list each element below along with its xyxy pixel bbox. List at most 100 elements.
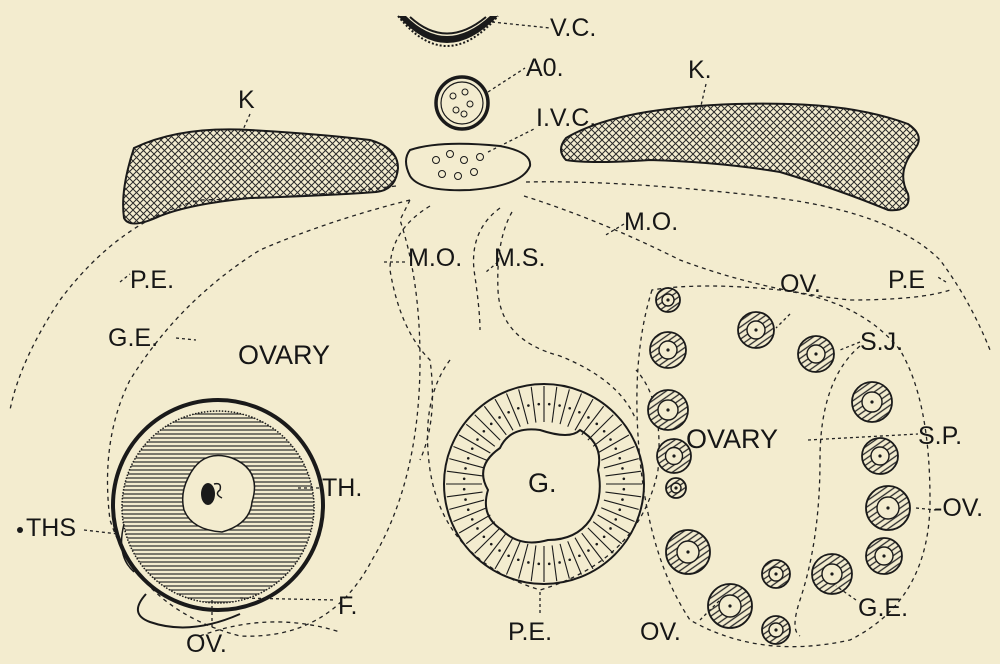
oocyte-nucleolus (882, 554, 885, 557)
gut-cell-nucleus (603, 535, 606, 538)
gut-cell-wall (447, 492, 483, 497)
gut-cell-wall (475, 415, 500, 440)
gut-cell-nucleus (467, 508, 470, 511)
vertebral-column-shape (398, 16, 498, 46)
gut-cell-nucleus (609, 438, 612, 441)
gut-cell-nucleus (595, 423, 598, 426)
gut-cell-nucleus (587, 416, 590, 419)
gut-cell-wall (588, 415, 613, 440)
label-ge-bottom: G.E. (858, 596, 908, 621)
oocyte-nucleolus (674, 486, 677, 489)
label-ov-bottom-left: OV. (186, 632, 227, 657)
label-sj: S.J. (860, 330, 903, 355)
gut-cell-nucleus (609, 527, 612, 530)
gut-cell-wall (604, 500, 639, 509)
gut-cell-nucleus (568, 558, 571, 561)
gut-cell-nucleus (595, 543, 598, 546)
gut-cell-wall (519, 544, 528, 579)
gut-cell-wall (552, 387, 557, 423)
gut-cell-nucleus (603, 430, 606, 433)
gut-cell-nucleus (527, 561, 530, 564)
gut-cell-nucleus (623, 477, 626, 480)
oocyte-nucleolus (878, 454, 881, 457)
oocyte-nucleolus (774, 572, 777, 575)
oocyte-nucleolus (814, 352, 817, 355)
gut-cell-nucleus (614, 447, 617, 450)
label-ivc: I.V.C. (536, 106, 596, 131)
gut-cell-nucleus (537, 403, 540, 406)
gut-cell-nucleus (558, 561, 561, 564)
gut-cell-nucleus (623, 488, 626, 491)
gut-cell-wall (449, 500, 484, 509)
label-sp: S.P. (918, 424, 962, 449)
gut-cell-wall (604, 459, 639, 468)
label-mo-center: M.O. (408, 246, 462, 271)
label-ov-top: OV. (780, 272, 821, 297)
gut-cell-wall (531, 387, 536, 423)
gut-cell-nucleus (618, 457, 621, 460)
label-ov-bottom-center: OV. (640, 620, 681, 645)
label-pe-bottom: P.E. (508, 620, 552, 645)
gut-cell-nucleus (476, 438, 479, 441)
gut-cell-nucleus (537, 563, 540, 566)
gut-cell-nucleus (568, 407, 571, 410)
gut-cell-wall (560, 389, 569, 424)
gut-cell-nucleus (507, 411, 510, 414)
gut-cell-wall (475, 528, 500, 553)
gut-cell-nucleus (527, 404, 530, 407)
gut-cell-wall (466, 424, 495, 446)
gut-cell-nucleus (578, 411, 581, 414)
label-ths: THS (26, 516, 76, 541)
gut-cell-nucleus (621, 498, 624, 501)
gut-cell-nucleus (587, 549, 590, 552)
gut-cell-wall (605, 492, 641, 497)
gut-cell-nucleus (483, 535, 486, 538)
gut-cell-nucleus (621, 467, 624, 470)
aorta-shape (436, 77, 488, 129)
gut-cell-nucleus (498, 549, 501, 552)
label-ovary-left: OVARY (238, 342, 330, 369)
oocyte-nucleolus (830, 572, 833, 575)
label-ms: M.S. (494, 246, 545, 271)
gut-cell-wall (582, 533, 604, 562)
oocyte-nucleolus (666, 298, 669, 301)
gut-cell-nucleus (464, 498, 467, 501)
gut-cell-nucleus (467, 457, 470, 460)
oocyte-nucleolus (672, 454, 675, 457)
gut-cell-wall (484, 533, 506, 562)
follicle-left-shape (113, 400, 323, 627)
ths-leader (84, 530, 118, 534)
vc-leader (492, 22, 550, 28)
gut-cell-nucleus (618, 508, 621, 511)
f-leader (240, 598, 336, 600)
gut-cell-wall (484, 406, 506, 435)
ths-dot (17, 527, 23, 533)
gut-cell-nucleus (558, 404, 561, 407)
label-f: F. (338, 594, 357, 619)
gut-cell-nucleus (476, 527, 479, 530)
gut-cell-wall (582, 406, 604, 435)
gut-cell-nucleus (464, 467, 467, 470)
inferior-vena-cava-shape (406, 144, 530, 190)
gut-cell-nucleus (471, 447, 474, 450)
gut-cell-nucleus (490, 543, 493, 546)
gut-cell-wall (593, 424, 622, 446)
oocyte-nucleolus (774, 628, 777, 631)
gut-cell-nucleus (463, 477, 466, 480)
kidney-right-shape (561, 104, 919, 211)
gut-cell-wall (531, 545, 536, 581)
gut-cell-wall (449, 459, 484, 468)
gut-cell-wall (519, 389, 528, 424)
gut-cell-nucleus (483, 430, 486, 433)
gut-cell-wall (447, 471, 483, 476)
kidney-left-shape (123, 129, 398, 223)
gut-cell-nucleus (548, 563, 551, 566)
label-ao: A0. (526, 56, 564, 81)
oocyte-nucleolus (686, 550, 689, 553)
label-ov-right: -OV. (934, 496, 983, 521)
gut-cell-nucleus (614, 518, 617, 521)
oocyte-nucleolus (666, 348, 669, 351)
gut-cell-nucleus (463, 488, 466, 491)
gut-cell-wall (466, 522, 495, 544)
gut-cell-nucleus (507, 554, 510, 557)
